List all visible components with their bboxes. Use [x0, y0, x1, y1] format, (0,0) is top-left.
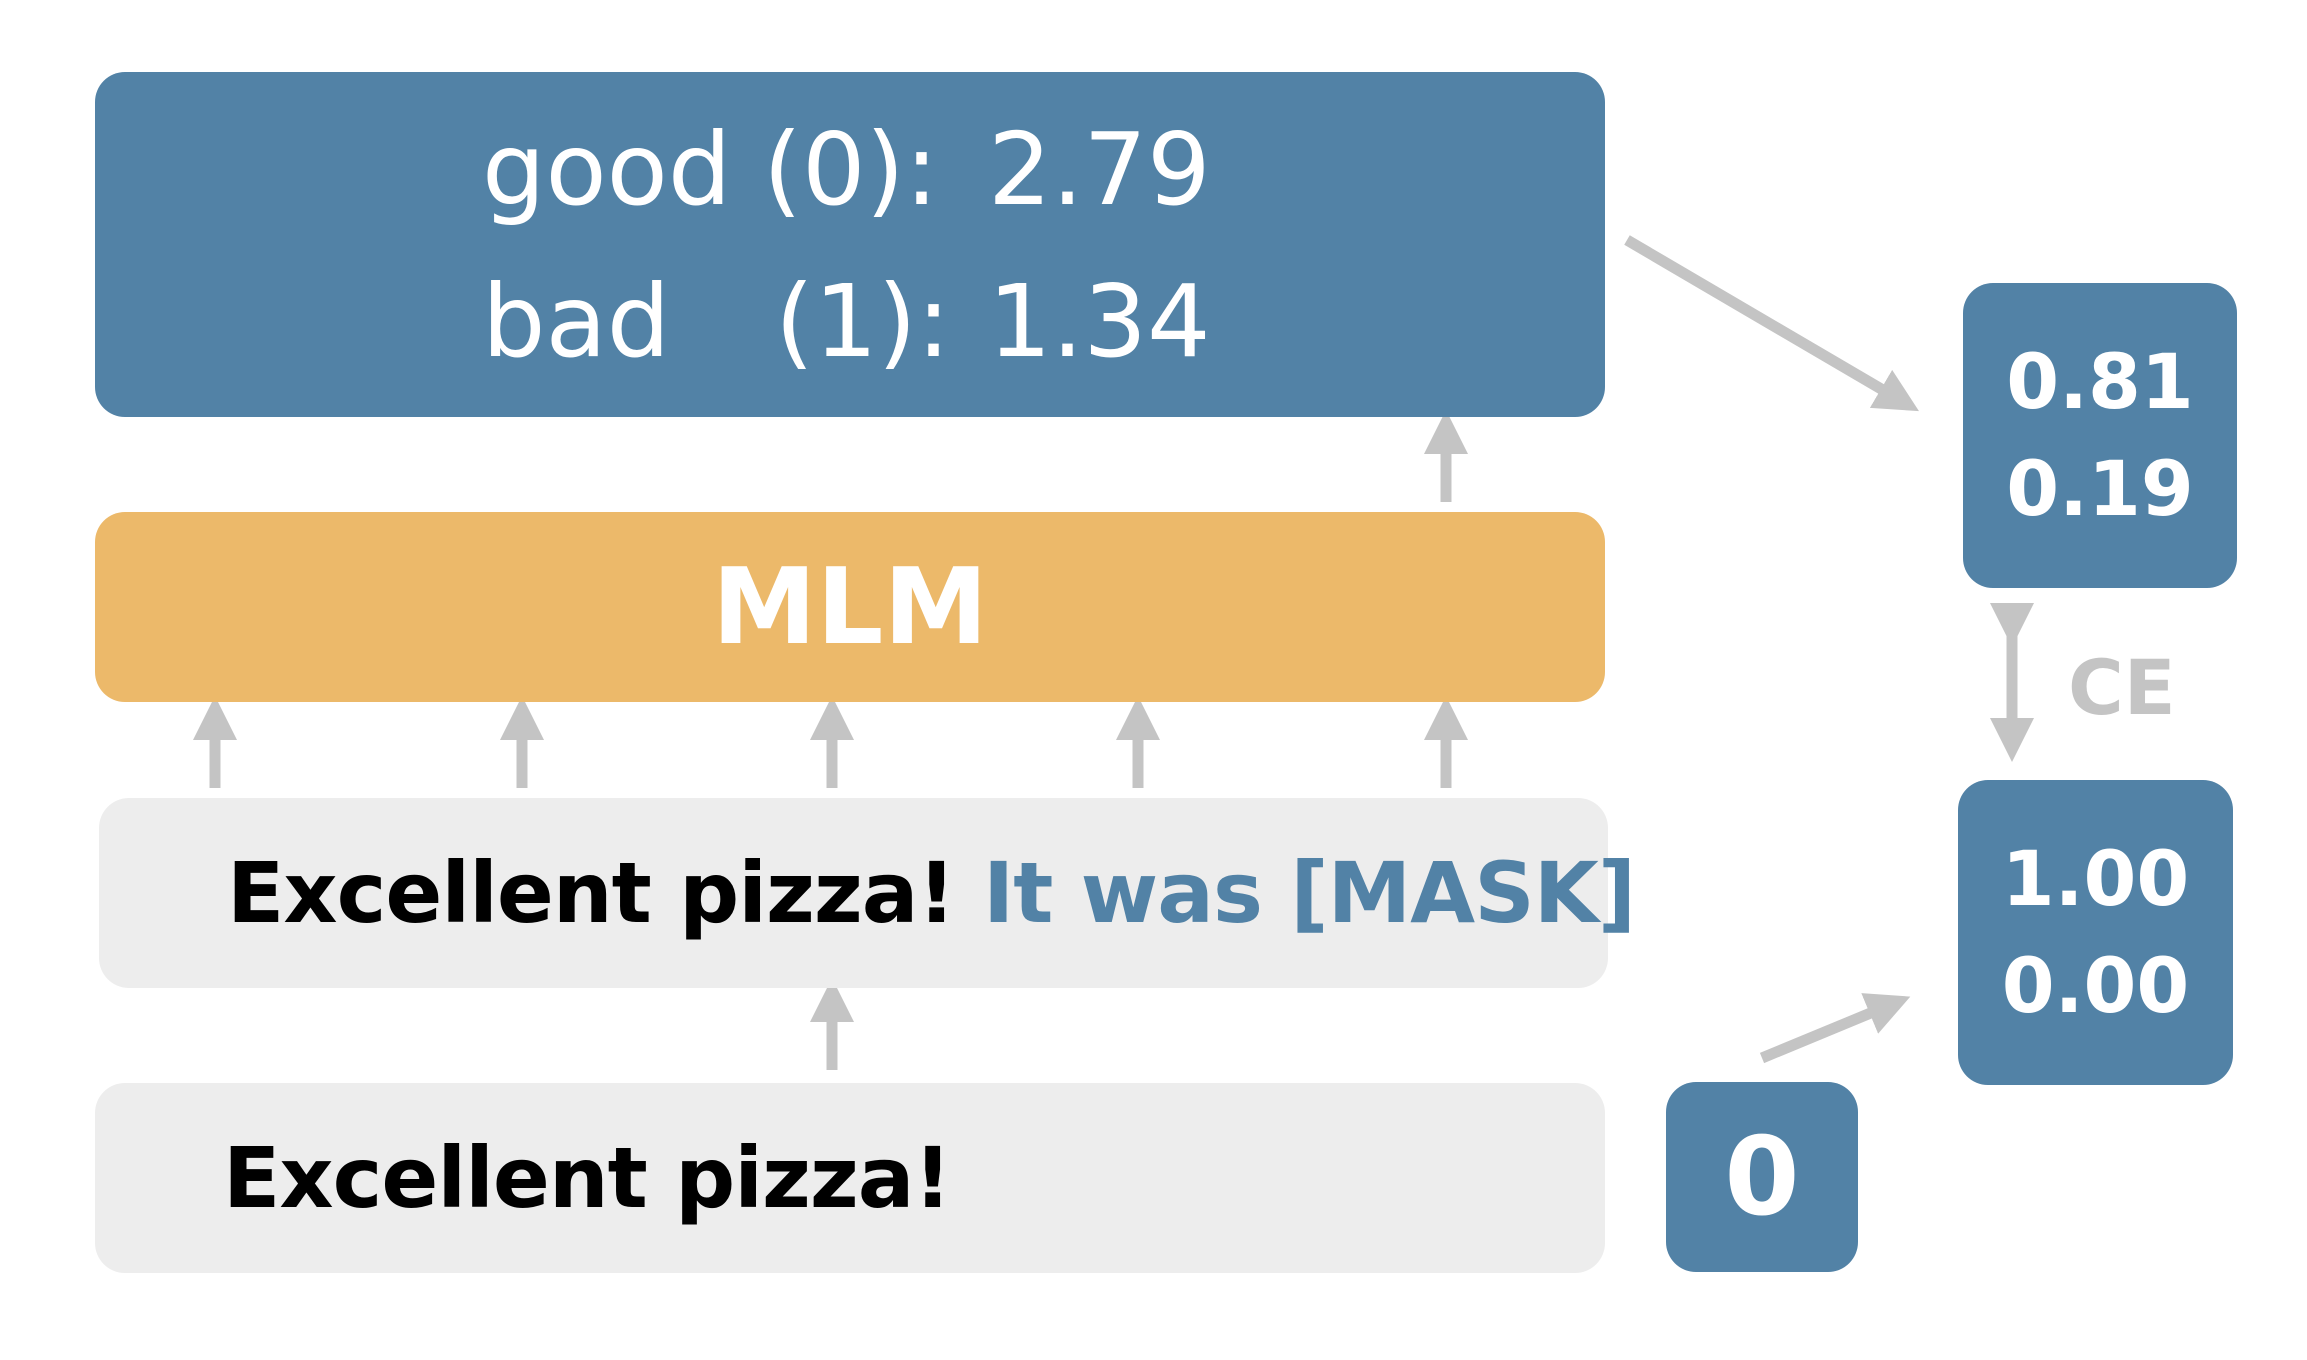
- probability-bad: 0.19: [2006, 443, 2194, 533]
- prompt-box: Excellent pizza! It was [MASK]: [99, 798, 1636, 988]
- probabilities-box: 0.81 0.19: [1963, 283, 2237, 588]
- mlm-label: MLM: [712, 546, 988, 668]
- logit-word: good: [482, 111, 732, 228]
- label-box: 0: [1666, 1082, 1858, 1272]
- input-text: Excellent pizza!: [223, 1129, 952, 1227]
- prompt-sentence: Excellent pizza! It was [MASK]: [227, 844, 1636, 942]
- logits-box: good (0): 2.79 bad (1): 1.34: [95, 72, 1605, 417]
- label-value: 0: [1724, 1114, 1800, 1240]
- mlm-box: MLM: [95, 512, 1605, 702]
- probability-good: 0.81: [2006, 337, 2194, 427]
- target-values: 1.00 0.00: [1958, 780, 2233, 1085]
- ce-loss-label: CE: [2068, 643, 2176, 732]
- logit-word: bad: [482, 263, 671, 380]
- logit-value: 2.79: [988, 111, 1211, 228]
- input-box: Excellent pizza!: [95, 1083, 1605, 1273]
- arrow-logits-to-probabilities: [1624, 235, 1919, 412]
- arrow-label-to-target: [1759, 993, 1911, 1064]
- prompt-text: Excellent pizza!: [227, 844, 956, 942]
- target-good: 1.00: [2001, 834, 2190, 924]
- target-distribution-box: 1.00 0.00: [1958, 780, 2233, 1085]
- logit-label-id: (1):: [775, 263, 951, 380]
- target-bad: 0.00: [2001, 940, 2190, 1030]
- probability-values: 0.81 0.19: [1963, 283, 2237, 588]
- logit-value: 1.34: [988, 263, 1211, 380]
- logit-label-id: (0):: [763, 111, 939, 228]
- prompt-template: It was [MASK]: [954, 844, 1636, 942]
